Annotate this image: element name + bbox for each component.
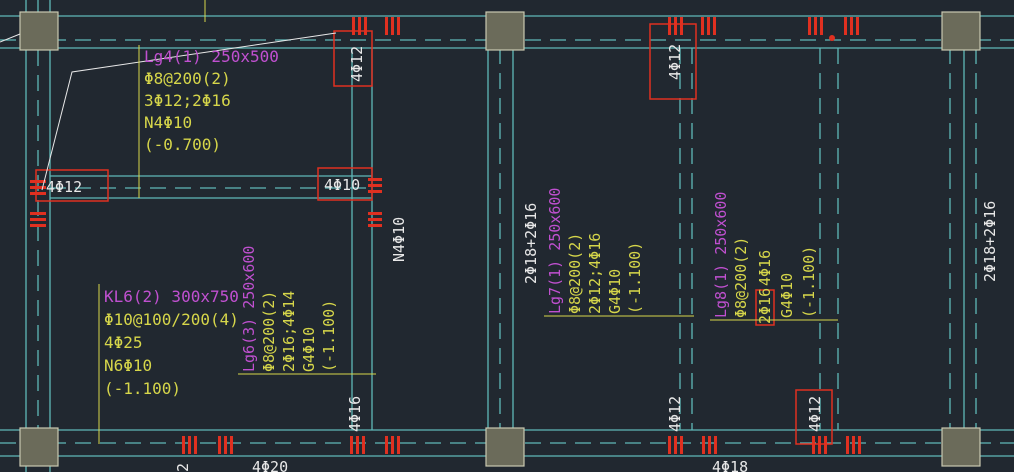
- highlight-box-top-mid[interactable]: [649, 23, 697, 100]
- highlight-box-top-left[interactable]: [333, 30, 373, 87]
- kl6-waist: N6Φ10: [104, 356, 152, 375]
- column-bottom-right: [941, 427, 981, 467]
- lg7-waist: G4Φ10: [606, 269, 624, 314]
- kl6-main: 4Φ25: [104, 333, 143, 352]
- label-bottom-b: 4Φ12: [666, 396, 684, 432]
- highlight-box-lg8[interactable]: [755, 289, 775, 326]
- label-bottom-edge-a: 4Φ20: [252, 458, 288, 472]
- label-right-mid: 4Φ10: [324, 176, 360, 194]
- leader-left-edge: [0, 33, 21, 43]
- rebar-mark-bot-3: [350, 436, 365, 454]
- columns: [19, 11, 981, 467]
- rebar-mark-top-5: [808, 17, 823, 35]
- lg8-main-b: 4Φ16: [756, 250, 774, 286]
- column-top-right: [941, 11, 981, 51]
- label-right-span: 2Φ18+2Φ16: [981, 201, 999, 282]
- rebar-mark-left-1: [30, 180, 46, 195]
- highlight-boxes: [35, 23, 833, 445]
- lg6-main: 2Φ16;4Φ14: [280, 291, 298, 372]
- lg8-id: Lg8(1) 250x600: [712, 192, 730, 318]
- annotation-lg6: Lg6(3) 250x600 Φ8@200(2) 2Φ16;4Φ14 G4Φ10…: [240, 246, 338, 372]
- lg8-waist: G4Φ10: [778, 273, 796, 318]
- rebar-mark-bot-8: [846, 436, 861, 454]
- rebar-mark-bot-7: [812, 436, 827, 454]
- label-waist-vertical: N4Φ10: [390, 217, 408, 262]
- rebar-mark-left-2: [30, 212, 46, 227]
- rebar-marks: [30, 17, 861, 454]
- rebar-mark-top-4: [701, 17, 716, 35]
- lg7-main: 2Φ12;4Φ16: [586, 233, 604, 314]
- lg4-elevation: (-0.700): [144, 135, 221, 154]
- rebar-mark-bot-1: [182, 436, 197, 454]
- lg4-id: Lg4(1) 250x500: [144, 47, 279, 66]
- annotation-lg7: Lg7(1) 250x600 Φ8@200(2) 2Φ12;4Φ16 G4Φ10…: [546, 188, 644, 314]
- lg7-id: Lg7(1) 250x600: [546, 188, 564, 314]
- lg4-main: 3Φ12;2Φ16: [144, 91, 231, 110]
- leader-lg4: [41, 32, 337, 191]
- support-labels: 4Φ12 4Φ12 4Φ12 4Φ10 N4Φ10 2Φ18+2Φ16 2Φ18…: [46, 44, 999, 472]
- label-mid-span-a: 2Φ18+2Φ16: [522, 203, 540, 284]
- annotation-lg8: Lg8(1) 250x600 Φ8@200(2) 2Φ16 4Φ16 G4Φ10…: [712, 192, 818, 324]
- label-bottom-a: 4Φ16: [346, 396, 364, 432]
- highlight-box-bottom[interactable]: [795, 389, 833, 445]
- rebar-mark-mid-2: [368, 212, 382, 227]
- label-top-mid: 4Φ12: [666, 44, 684, 80]
- rebar-mark-bot-2: [218, 436, 233, 454]
- lg7-elevation: (-1.100): [626, 242, 644, 314]
- rebar-mark-bot-4: [385, 436, 400, 454]
- rebar-mark-top-1: [352, 17, 367, 35]
- label-left-mid: 4Φ12: [46, 178, 82, 196]
- lg6-elevation: (-1.100): [320, 300, 338, 372]
- lg6-id: Lg6(3) 250x600: [240, 246, 258, 372]
- rebar-mark-mid-1: [368, 178, 382, 193]
- leader-lines: [0, 0, 838, 444]
- rebar-mark-top-2: [385, 17, 400, 35]
- annotation-kl6: KL6(2) 300x750 Φ10@100/200(4) 4Φ25 N6Φ10…: [104, 287, 239, 398]
- lg8-stirrup: Φ8@200(2): [732, 237, 750, 318]
- column-bottom-mid: [485, 427, 525, 467]
- label-bottom-c: 4Φ12: [806, 396, 824, 432]
- lg6-waist: G4Φ10: [300, 327, 318, 372]
- lg7-stirrup: Φ8@200(2): [566, 233, 584, 314]
- highlight-box-left-mid[interactable]: [35, 169, 109, 202]
- rebar-dot: [829, 35, 835, 41]
- highlight-box-right-mid[interactable]: [317, 167, 373, 201]
- rebar-mark-top-3: [668, 17, 683, 35]
- lg4-stirrup: Φ8@200(2): [144, 69, 231, 88]
- column-top-left: [19, 11, 59, 51]
- label-top-left: 4Φ12: [348, 46, 366, 82]
- label-bottom-edge-c: 2: [174, 463, 192, 472]
- rebar-mark-top-6: [844, 17, 859, 35]
- lg6-stirrup: Φ8@200(2): [260, 291, 278, 372]
- lg4-waist: N4Φ10: [144, 113, 192, 132]
- column-bottom-left: [19, 427, 59, 467]
- kl6-stirrup: Φ10@100/200(4): [104, 310, 239, 329]
- label-bottom-edge-b: 4Φ18: [712, 458, 748, 472]
- rebar-mark-bot-6: [702, 436, 717, 454]
- lg8-elevation: (-1.100): [800, 246, 818, 318]
- kl6-elevation: (-1.100): [104, 379, 181, 398]
- rebar-mark-bot-5: [668, 436, 683, 454]
- lg8-main-a: 2Φ16: [756, 288, 774, 324]
- column-top-mid: [485, 11, 525, 51]
- annotation-lg4: Lg4(1) 250x500 Φ8@200(2) 3Φ12;2Φ16 N4Φ10…: [144, 47, 279, 154]
- kl6-id: KL6(2) 300x750: [104, 287, 239, 306]
